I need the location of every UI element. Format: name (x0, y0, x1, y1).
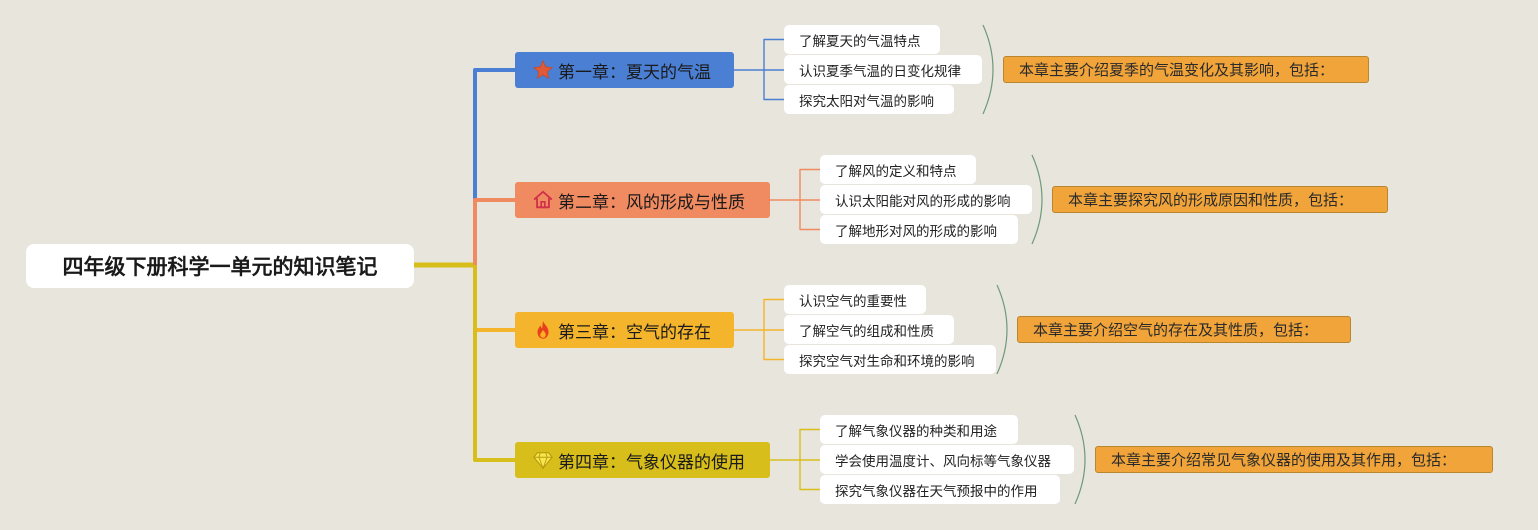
house-icon (532, 189, 554, 211)
chapter-title: 第三章：空气的存在 (558, 322, 711, 343)
chapter-3-topic[interactable]: 第三章：空气的存在 (515, 312, 734, 348)
chapter-3-point-1[interactable]: 认识空气的重要性 (784, 285, 926, 314)
chapter-1-point-1[interactable]: 了解夏天的气温特点 (784, 25, 940, 54)
chapter-2-point-3[interactable]: 了解地形对风的形成的影响 (820, 215, 1018, 244)
chapter-title: 第一章：夏天的气温 (558, 62, 711, 83)
chapter-1-summary[interactable]: 本章主要介绍夏季的气温变化及其影响，包括： (1003, 56, 1369, 83)
chapter-connector (473, 198, 515, 265)
chapter-1-point-2[interactable]: 认识夏季气温的日变化规律 (784, 55, 982, 84)
chapter-4-point-1[interactable]: 了解气象仪器的种类和用途 (820, 415, 1018, 444)
diamond-icon (532, 449, 554, 471)
summary-bracket (982, 24, 994, 115)
chapter-2-point-2[interactable]: 认识太阳能对风的形成的影响 (820, 185, 1032, 214)
leaf-connector (763, 38, 784, 101)
star-icon (532, 59, 554, 81)
chapter-3-point-2[interactable]: 了解空气的组成和性质 (784, 315, 954, 344)
leaf-connector (799, 428, 820, 491)
chapter-3-summary[interactable]: 本章主要介绍空气的存在及其性质，包括： (1017, 316, 1351, 343)
root-topic[interactable]: 四年级下册科学一单元的知识笔记 (26, 244, 414, 288)
chapter-4-summary[interactable]: 本章主要介绍常见气象仪器的使用及其作用，包括： (1095, 446, 1493, 473)
chapter-4-topic[interactable]: 第四章：气象仪器的使用 (515, 442, 770, 478)
leaf-connector (763, 298, 784, 361)
summary-bracket (1031, 154, 1043, 245)
chapter-1-topic[interactable]: 第一章：夏天的气温 (515, 52, 734, 88)
chapter-2-point-1[interactable]: 了解风的定义和特点 (820, 155, 976, 184)
chapter-2-summary[interactable]: 本章主要探究风的形成原因和性质，包括： (1052, 186, 1388, 213)
summary-bracket (1074, 414, 1086, 505)
summary-bracket (996, 284, 1008, 375)
chapter-1-point-3[interactable]: 探究太阳对气温的影响 (784, 85, 954, 114)
chapter-3-point-3[interactable]: 探究空气对生命和环境的影响 (784, 345, 996, 374)
chapter-title: 第四章：气象仪器的使用 (558, 452, 745, 473)
leaf-connector (799, 168, 820, 231)
fire-icon (532, 319, 554, 341)
chapter-2-topic[interactable]: 第二章：风的形成与性质 (515, 182, 770, 218)
chapter-connector (473, 68, 515, 265)
chapter-4-point-3[interactable]: 探究气象仪器在天气预报中的作用 (820, 475, 1060, 504)
chapter-connector (473, 265, 515, 332)
chapter-4-point-2[interactable]: 学会使用温度计、风向标等气象仪器 (820, 445, 1074, 474)
root-title: 四年级下册科学一单元的知识笔记 (62, 255, 378, 279)
chapter-connector (473, 265, 515, 462)
chapter-title: 第二章：风的形成与性质 (558, 192, 745, 213)
